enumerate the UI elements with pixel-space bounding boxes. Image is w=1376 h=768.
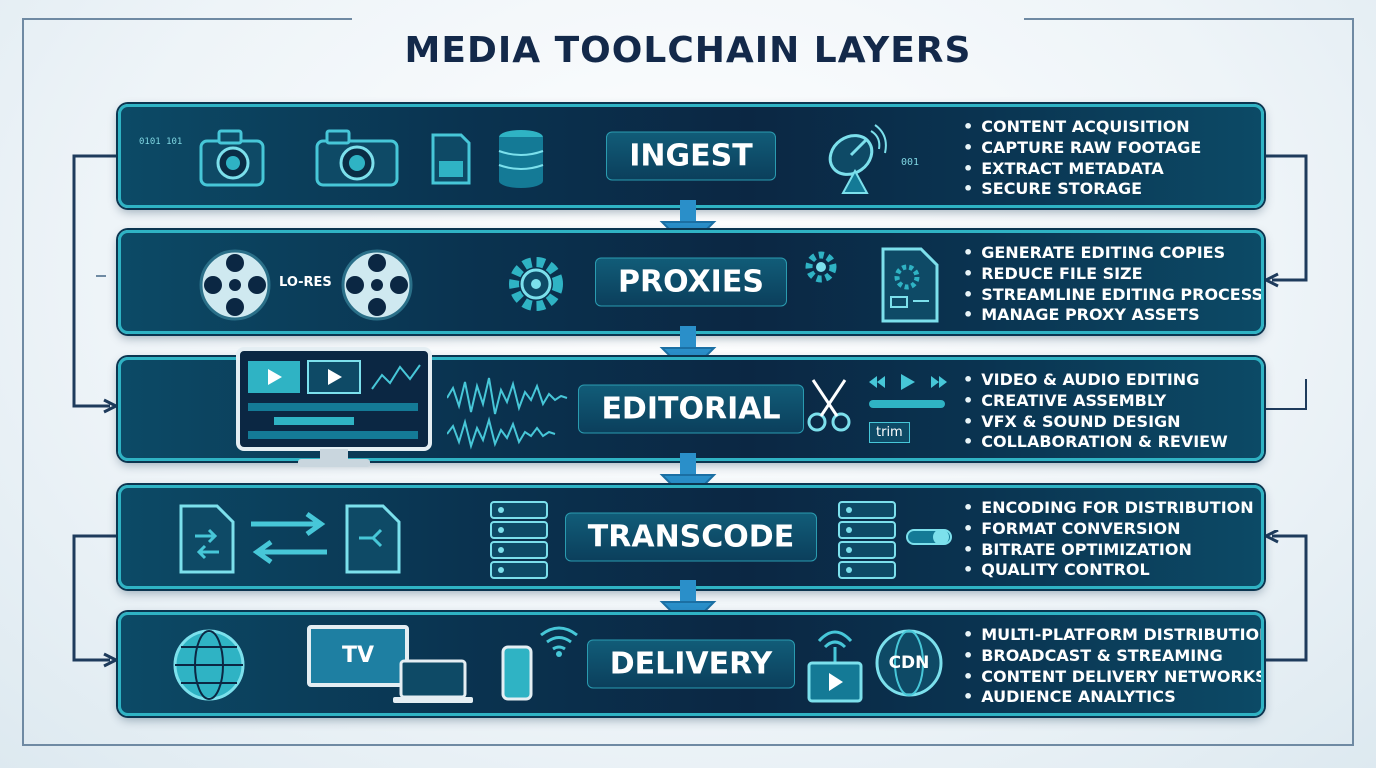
frame-bottom — [22, 744, 1354, 746]
video-play-icon — [807, 630, 863, 703]
swap-arrows-icon — [251, 511, 327, 565]
bullet-item: ENCODING FOR DISTRIBUTION — [963, 498, 1253, 519]
bullet-item: AUDIENCE ANALYTICS — [963, 687, 1261, 708]
bullet-item: CONTENT ACQUISITION — [963, 117, 1201, 138]
bullet-item: EXTRACT METADATA — [963, 159, 1201, 180]
bullet-item: CAPTURE RAW FOOTAGE — [963, 138, 1201, 159]
layer-title: INGEST — [606, 131, 776, 181]
frame-left — [22, 18, 24, 746]
binary-small-text: 001 — [901, 157, 920, 168]
phone-icon — [501, 645, 533, 701]
playback-controls-icon — [869, 374, 947, 408]
bullet-item: STREAMLINE EDITING PROCESS — [963, 285, 1261, 306]
trim-label: trim — [869, 422, 910, 443]
layer-bullets: ENCODING FOR DISTRIBUTION FORMAT CONVERS… — [963, 498, 1254, 581]
bullet-item: COLLABORATION & REVIEW — [963, 432, 1228, 453]
cdn-label: CDN — [888, 653, 930, 673]
file-convert-icon — [179, 504, 235, 574]
bullet-item: BROADCAST & STREAMING — [963, 646, 1261, 667]
bullet-item: VFX & SOUND DESIGN — [963, 412, 1228, 433]
frame-top-left — [22, 18, 352, 20]
cdn-globe-icon — [875, 629, 943, 697]
layer-title: EDITORIAL — [578, 384, 804, 434]
file-icon — [345, 504, 401, 574]
tv-label: TV — [341, 643, 375, 668]
toggle-icon — [906, 529, 952, 545]
layer-title: TRANSCODE — [564, 512, 818, 562]
bullet-item: MULTI-PLATFORM DISTRIBUTION — [963, 625, 1261, 646]
layer-title: PROXIES — [595, 257, 787, 307]
tv-icon — [307, 625, 409, 687]
left-loop-connector-top — [72, 154, 120, 414]
right-loop-connector-mid — [1266, 379, 1307, 410]
right-loop-connector-top — [1262, 154, 1308, 288]
bullet-item: MANAGE PROXY ASSETS — [963, 305, 1261, 326]
bullet-item: QUALITY CONTROL — [963, 560, 1254, 581]
layer-bullets: CONTENT ACQUISITION CAPTURE RAW FOOTAGE … — [963, 117, 1201, 200]
satellite-dish-icon — [828, 124, 887, 194]
layer-transcode: TRANSCODE ENCODING FOR DISTRIBUTION FORM… — [118, 485, 1264, 589]
bullet-item: VIDEO & AUDIO EDITING — [963, 370, 1228, 391]
monitor-icon — [236, 347, 432, 467]
layer-bullets: GENERATE EDITING COPIES REDUCE FILE SIZE… — [963, 243, 1261, 326]
camera-icon — [315, 129, 399, 187]
wifi-icon — [540, 626, 578, 657]
bullet-item: REDUCE FILE SIZE — [963, 264, 1261, 285]
laptop-icon — [393, 659, 473, 703]
left-tick — [96, 275, 106, 277]
bullet-item: FORMAT CONVERSION — [963, 519, 1254, 540]
frame-right — [1352, 18, 1354, 746]
bullet-item: SECURE STORAGE — [963, 179, 1201, 200]
layer-title: DELIVERY — [586, 639, 796, 689]
server-icon — [490, 501, 548, 579]
right-loop-connector-bottom — [1262, 530, 1308, 662]
left-loop-connector-bottom — [72, 534, 120, 668]
layer-bullets: VIDEO & AUDIO EDITING CREATIVE ASSEMBLY … — [963, 370, 1228, 453]
gear-icon — [509, 257, 563, 311]
bullet-item: BITRATE OPTIMIZATION — [963, 540, 1254, 561]
film-reel-icon — [199, 249, 271, 321]
bullet-item: GENERATE EDITING COPIES — [963, 243, 1261, 264]
bullet-item: CONTENT DELIVERY NETWORKS — [963, 667, 1261, 688]
sd-card-icon — [431, 133, 471, 185]
database-icon — [498, 130, 544, 188]
binary-icon: 0101 101 — [139, 137, 189, 148]
waveform-icon — [447, 377, 568, 450]
lo-res-label: LO-RES — [279, 275, 332, 290]
layer-proxies: LO-RES PROXIES GENERATE EDITING COPIES R… — [118, 230, 1264, 334]
layer-delivery: TV CDN DELIVERY MULTI-PLATFORM DISTRIBUT… — [118, 612, 1264, 716]
layer-ingest: 0101 101 001 INGEST CONTENT ACQUISITION … — [118, 104, 1264, 208]
layer-bullets: MULTI-PLATFORM DISTRIBUTION BROADCAST & … — [963, 625, 1261, 708]
camera-icon — [199, 129, 265, 187]
globe-icon — [173, 629, 245, 701]
frame-top-right — [1024, 18, 1354, 20]
server-icon — [838, 501, 896, 579]
binary-text: 0101 101 — [139, 137, 183, 147]
page-title: MEDIA TOOLCHAIN LAYERS — [404, 30, 972, 71]
gear-icon — [805, 251, 837, 283]
scissors-icon — [807, 379, 851, 432]
bullet-item: CREATIVE ASSEMBLY — [963, 391, 1228, 412]
document-icon — [881, 247, 939, 323]
film-reel-icon — [341, 249, 413, 321]
